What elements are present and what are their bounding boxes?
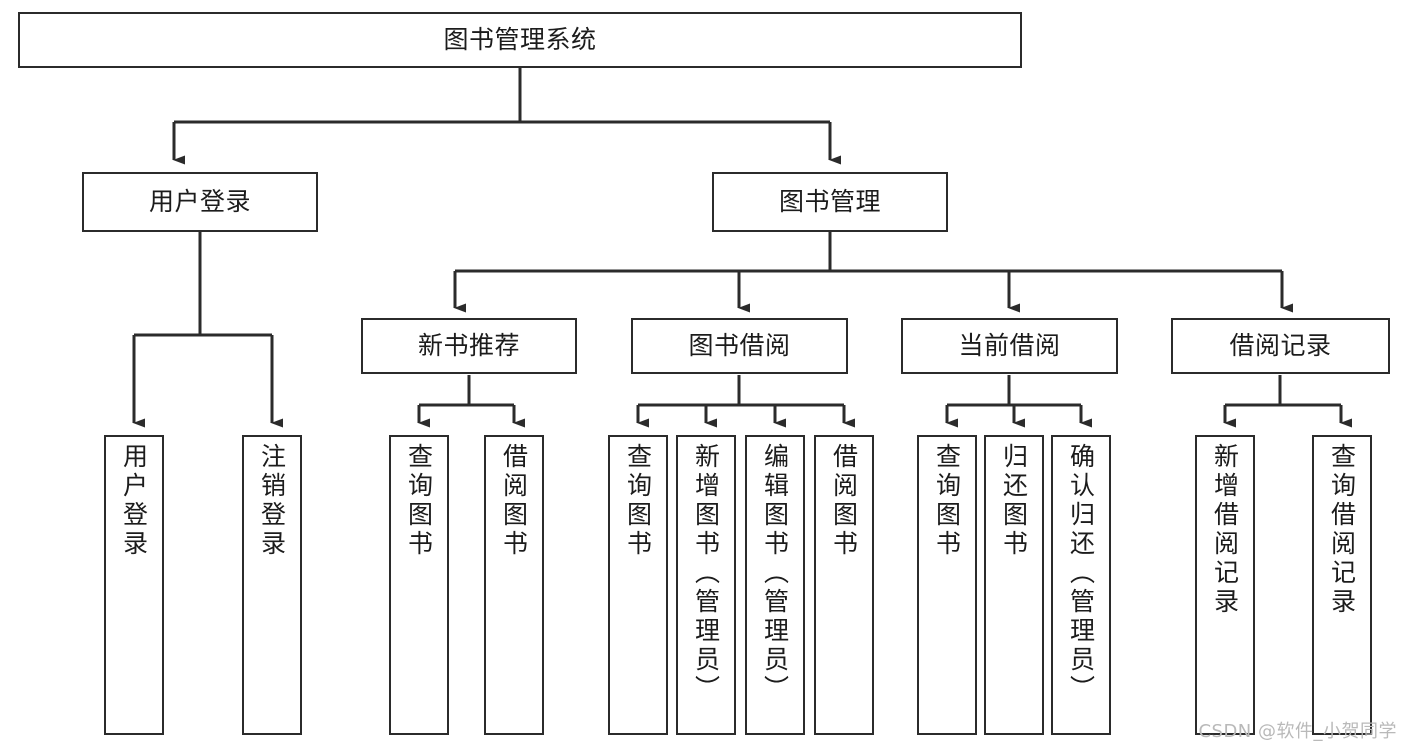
node-borrow-record[interactable]: 借阅记录 xyxy=(1171,318,1390,374)
leaf-add-book-admin[interactable]: 新增图书（管理员） xyxy=(676,435,736,735)
node-label: 查询借阅记录 xyxy=(1327,443,1357,617)
node-user-login[interactable]: 用户登录 xyxy=(82,172,318,232)
node-label: 当前借阅 xyxy=(958,331,1061,361)
node-label: 查询图书 xyxy=(404,443,434,559)
leaf-borrow-book[interactable]: 借阅图书 xyxy=(814,435,874,735)
node-label: 借阅图书 xyxy=(829,443,859,559)
node-label: 注销登录 xyxy=(257,443,287,559)
node-book-management-system[interactable]: 图书管理系统 xyxy=(18,12,1022,68)
node-label: 图书管理 xyxy=(778,187,881,217)
leaf-return-book[interactable]: 归还图书 xyxy=(984,435,1044,735)
leaf-user-login[interactable]: 用户登录 xyxy=(104,435,164,735)
node-label: 归还图书 xyxy=(999,443,1029,559)
leaf-query-book-recommend[interactable]: 查询图书 xyxy=(389,435,449,735)
node-label: 新书推荐 xyxy=(417,331,520,361)
leaf-query-book-borrow[interactable]: 查询图书 xyxy=(608,435,668,735)
node-label: 借阅图书 xyxy=(499,443,529,559)
node-label: 借阅记录 xyxy=(1229,331,1332,361)
node-label: 用户登录 xyxy=(119,443,149,559)
node-label: 新增借阅记录 xyxy=(1210,443,1240,617)
node-label: 图书管理系统 xyxy=(443,25,597,55)
node-label: 用户登录 xyxy=(148,187,251,217)
leaf-add-borrow-record[interactable]: 新增借阅记录 xyxy=(1195,435,1255,735)
leaf-query-book-current[interactable]: 查询图书 xyxy=(917,435,977,735)
node-new-book-recommend[interactable]: 新书推荐 xyxy=(361,318,577,374)
node-book-management[interactable]: 图书管理 xyxy=(712,172,948,232)
node-book-borrow[interactable]: 图书借阅 xyxy=(631,318,848,374)
node-label: 新增图书（管理员） xyxy=(691,443,721,704)
node-label: 图书借阅 xyxy=(688,331,791,361)
node-label: 编辑图书（管理员） xyxy=(760,443,790,704)
leaf-borrow-book-recommend[interactable]: 借阅图书 xyxy=(484,435,544,735)
leaf-confirm-return-admin[interactable]: 确认归还（管理员） xyxy=(1051,435,1111,735)
node-label: 查询图书 xyxy=(623,443,653,559)
node-label: 确认归还（管理员） xyxy=(1066,443,1096,704)
leaf-logout[interactable]: 注销登录 xyxy=(242,435,302,735)
leaf-edit-book-admin[interactable]: 编辑图书（管理员） xyxy=(745,435,805,735)
node-current-borrow[interactable]: 当前借阅 xyxy=(901,318,1118,374)
leaf-query-borrow-record[interactable]: 查询借阅记录 xyxy=(1312,435,1372,735)
node-label: 查询图书 xyxy=(932,443,962,559)
